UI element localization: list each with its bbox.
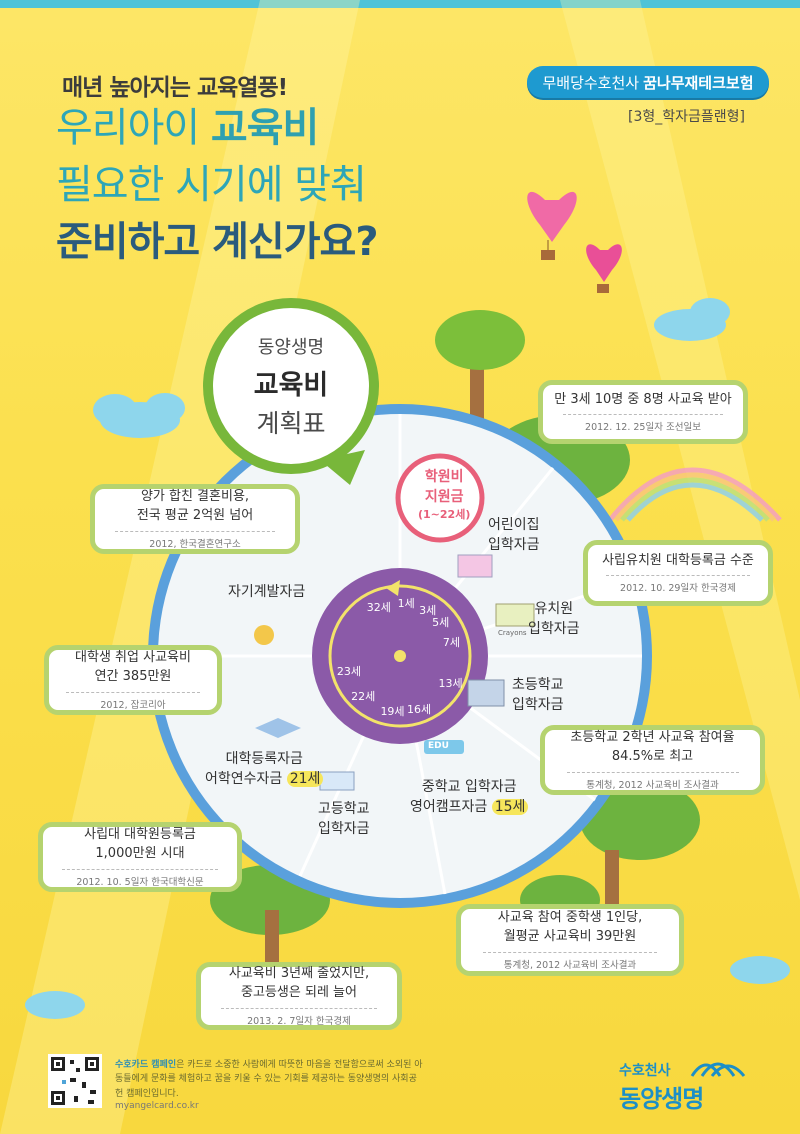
nursery-label: 어린이집 입학자금 (488, 517, 540, 553)
graduation-cap-icon (255, 718, 301, 738)
age-marker: 3세 (419, 604, 437, 618)
bubble-company: 동양생명 (257, 336, 325, 358)
fact-source: 2012. 10. 5일자 한국대학신문 (62, 868, 218, 888)
crayons-text: Crayons (498, 629, 527, 637)
qr-code-icon (48, 1054, 102, 1108)
fact-card: 사립유치원 대학등록금 수준 2012. 10. 29일자 한국경제 (583, 540, 773, 606)
campaign-text: 은 카드로 소중한 사람에게 따뜻한 마음을 전달함으로써 소외된 아동들에게 … (115, 1060, 423, 1099)
fact-source: 2012. 10. 29일자 한국경제 (606, 575, 750, 594)
fact-text: 사립대 대학원등록금 1,000만원 시대 (84, 827, 196, 861)
fact-source: 2012, 한국결혼연구소 (115, 530, 275, 550)
headline-line-3: 준비하고 계신가요? (56, 219, 379, 265)
self-development-label: 자기계발자금 (228, 584, 306, 600)
academy-fund-mid: 지원금 (424, 488, 464, 505)
age-marker: 23세 (336, 665, 361, 679)
headline-line-1: 우리아이 교육비 (56, 105, 319, 151)
plan-bubble: 동양생명 교육비 계획표 (203, 298, 379, 474)
bubble-title: 교육비 (253, 369, 329, 401)
fact-card: 사교육비 3년째 줄었지만, 중고등생은 되레 늘어 2013. 2. 7일자 한… (196, 962, 402, 1030)
academy-fund-ring (395, 453, 485, 543)
headline-line-2: 필요한 시기에 맞춰 (56, 162, 367, 208)
language-fund: 어학연수자금 (205, 770, 287, 787)
crayons-icon (495, 603, 535, 627)
medal-icon (254, 625, 274, 645)
product-name: 무배당수호천사 (542, 73, 640, 92)
fact-text: 대학생 취업 사교육비 연간 385만원 (75, 650, 191, 684)
headline-text: 우리아이 (56, 105, 211, 151)
fact-source: 2013. 2. 7일자 한국경제 (220, 1007, 378, 1027)
header-subtitle: 매년 높아지는 교육열풍! (62, 75, 288, 101)
fact-text: 만 3세 10명 중 8명 사교육 받아 (554, 391, 732, 407)
fact-source: 2012. 12. 25일자 조선일보 (563, 414, 723, 433)
age-marker: 13세 (438, 676, 463, 690)
high-school-label: 고등학교 입학자금 (318, 801, 370, 837)
fact-source: 통계청, 2012 사교육비 조사결과 (482, 951, 658, 971)
book-icon (319, 771, 355, 791)
fact-card: 대학생 취업 사교육비 연간 385만원 2012, 잡코리아 (44, 645, 222, 715)
middle-school-fund: 중학교 입학자금 (421, 779, 517, 795)
campaign-description: 수호카드 캠페인은 카드로 소중한 사람에게 따뜻한 마음을 전달함으로써 소외… (115, 1058, 425, 1101)
headline-emphasis: 교육비 (210, 105, 319, 151)
english-camp-fund: 영어캠프자금 (410, 798, 492, 815)
bubble-subtitle: 계획표 (256, 408, 326, 438)
middle-age-highlight: 15세 (491, 798, 529, 815)
fact-card: 만 3세 10명 중 8명 사교육 받아 2012. 12. 25일자 조선일보 (538, 380, 748, 444)
company-logo-text: 동양생명 (619, 1085, 704, 1113)
top-bar (0, 0, 800, 8)
age-marker: 32세 (366, 601, 391, 615)
fact-text: 사립유치원 대학등록금 수준 (602, 552, 754, 568)
age-marker: 22세 (351, 689, 376, 703)
fact-text: 양가 합친 결혼비용, 전국 평균 2억원 넘어 (136, 489, 254, 523)
wave-logo-icon (690, 1062, 746, 1077)
product-name-bold: 꿈나무재테크보험 (643, 73, 754, 92)
fact-text: 사교육 참여 중학생 1인당, 월평균 사교육비 39만원 (497, 910, 643, 944)
fact-card: 사립대 대학원등록금 1,000만원 시대 2012. 10. 5일자 한국대학신… (38, 822, 242, 892)
fact-card: 양가 합친 결혼비용, 전국 평균 2억원 넘어 2012, 한국결혼연구소 (90, 484, 300, 554)
edu-badge (424, 740, 464, 754)
academy-fund-age: (1~22세) (418, 508, 471, 522)
age-marker: 5세 (432, 615, 450, 629)
school-building-icon (467, 679, 505, 707)
fact-source: 2012, 잡코리아 (65, 691, 201, 711)
campaign-name: 수호카드 캠페인 (115, 1060, 177, 1070)
age-marker: 1세 (397, 596, 415, 610)
fact-text: 사교육비 3년째 줄었지만, 중고등생은 되레 늘어 (228, 966, 370, 1000)
fact-source: 통계청, 2012 사교육비 조사결과 (566, 771, 739, 791)
elementary-label: 초등학교 입학자금 (512, 677, 564, 713)
edu-badge-text: EDU (428, 741, 449, 751)
plan-type: [3형_학자금플랜형] (628, 109, 745, 125)
academy-fund-top: 학원비 (424, 469, 464, 485)
age-marker: 19세 (380, 705, 405, 719)
college-fund: 대학등록자금 (225, 751, 303, 767)
age-marker: 16세 (406, 703, 432, 717)
campaign-url[interactable]: myangelcard.co.kr (115, 1101, 199, 1111)
nursery-icon (457, 554, 493, 578)
college-age-highlight: 21세 (286, 770, 324, 787)
fact-text: 초등학교 2학년 사교육 참여율 84.5%로 최고 (570, 730, 735, 764)
age-marker: 7세 (442, 635, 460, 649)
kindergarten-label: 유치원 입학자금 (528, 601, 580, 637)
logo-tagline: 수호천사 (619, 1063, 671, 1079)
